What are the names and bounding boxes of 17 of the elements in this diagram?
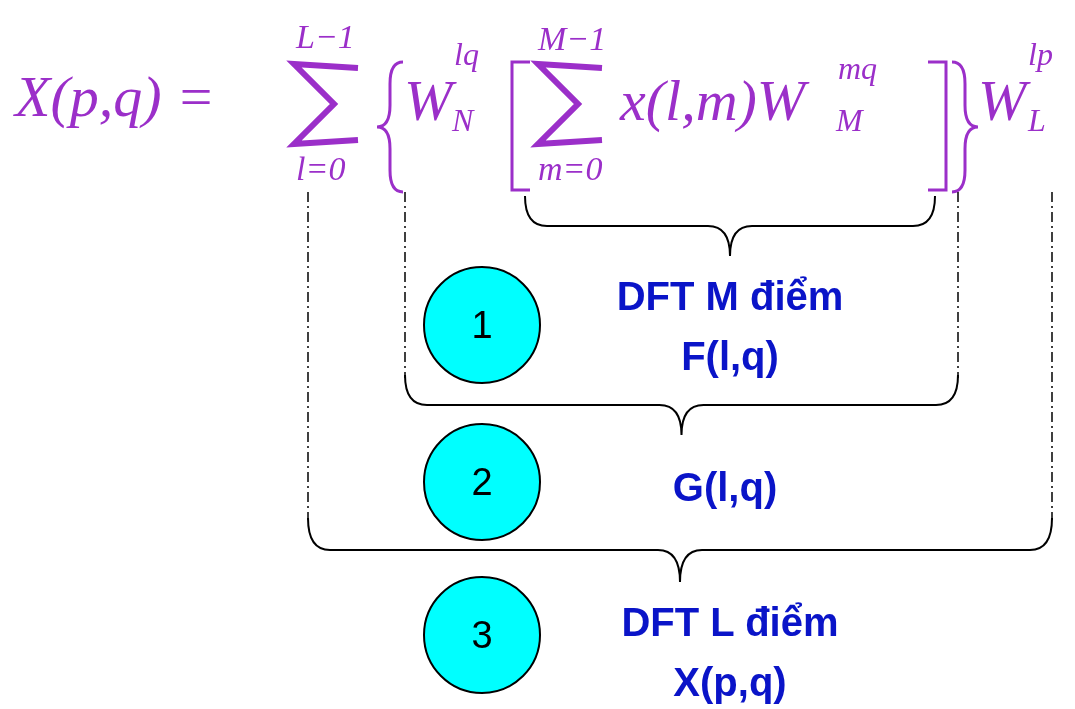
superscript: mq — [838, 52, 878, 84]
formula-lhs: X(p,q) = — [15, 68, 216, 126]
sum-upper-limit: M−1 — [538, 22, 607, 56]
sum-upper-limit: L−1 — [296, 20, 355, 54]
step-label: DFT L điểm — [621, 599, 839, 646]
sum-lower-limit: m=0 — [538, 152, 603, 186]
step-circle: 2 — [423, 423, 541, 541]
step-label: X(p,q) — [673, 659, 787, 706]
step-label: G(l,q) — [672, 464, 778, 511]
step-label: DFT M điểm — [616, 273, 844, 320]
superscript: lp — [1028, 38, 1053, 70]
step-circle: 1 — [423, 266, 541, 384]
step-label: F(l,q) — [681, 333, 779, 380]
superscript: lq — [454, 38, 479, 70]
step-circle: 3 — [423, 576, 541, 694]
subscript: M — [836, 104, 863, 136]
sum-lower-limit: l=0 — [296, 152, 346, 186]
